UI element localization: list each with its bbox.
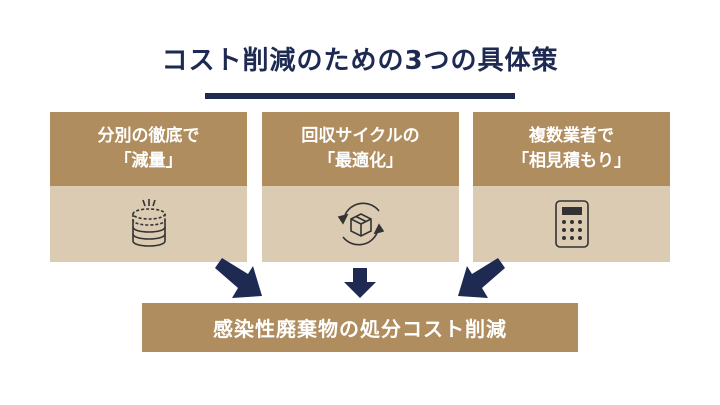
strategy-card-optimize: 回収サイクルの 「最適化」 [262, 112, 459, 262]
card-title-line1: 分別の徹底で [97, 126, 200, 146]
card-body [473, 186, 670, 262]
card-title-line1: 回収サイクルの [301, 126, 420, 146]
title-underline [205, 93, 515, 99]
page-title: コスト削減のための3つの具体策 [161, 46, 559, 76]
card-header: 分別の徹底で 「減量」 [50, 112, 247, 186]
card-header: 回収サイクルの 「最適化」 [262, 112, 459, 186]
box-cycle-icon [337, 202, 384, 246]
card-title-line2: 「減量」 [114, 151, 183, 171]
coin-stack-icon [131, 199, 166, 247]
card-body [262, 186, 459, 262]
card-title-line1: 複数業者で [529, 126, 614, 146]
card-title-line2: 「最適化」 [318, 151, 403, 171]
arrow-left-icon [215, 258, 262, 298]
arrow-center-icon [344, 268, 376, 298]
strategy-card-quotes: 複数業者で 「相見積もり」 [473, 112, 670, 262]
strategy-card-reduce: 分別の徹底で 「減量」 [50, 112, 247, 262]
card-body [50, 186, 247, 262]
arrow-right-icon [458, 258, 505, 298]
card-title-line2: 「相見積もり」 [512, 151, 631, 171]
result-banner: 感染性廃棄物の処分コスト削減 [142, 303, 578, 352]
card-header: 複数業者で 「相見積もり」 [473, 112, 670, 186]
calculator-icon [554, 200, 589, 248]
